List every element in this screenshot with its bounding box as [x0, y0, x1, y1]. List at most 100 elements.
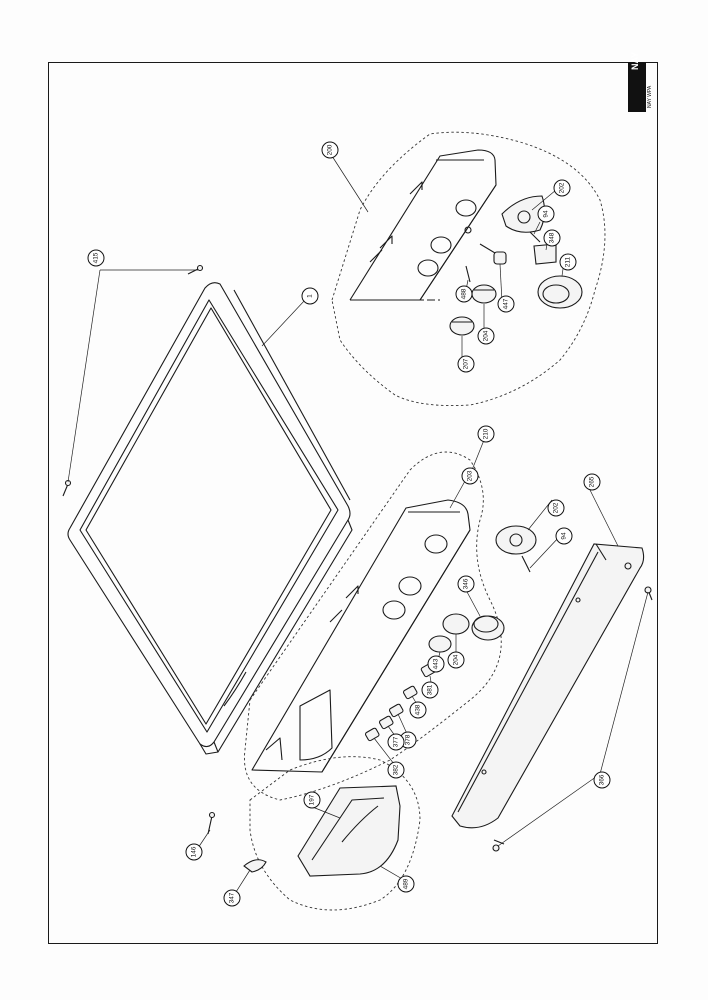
callout-202: 202	[547, 499, 565, 517]
button-377	[378, 715, 394, 730]
button-378	[388, 703, 404, 718]
callout-text: 207	[463, 358, 470, 369]
sheet-tab	[628, 62, 646, 112]
worktop-part	[67, 282, 353, 755]
callout-circle	[185, 843, 203, 861]
knob-204-lower	[442, 613, 470, 635]
callout-text: 347	[229, 892, 236, 903]
screw-94-upper	[529, 231, 541, 243]
callout-text: 377	[393, 736, 400, 747]
screw-415-left	[62, 479, 72, 497]
knob-346	[471, 615, 505, 641]
callout-200: 200	[321, 141, 339, 159]
callout-text: 378	[405, 734, 412, 745]
callout-488: 488	[455, 285, 473, 303]
callout-443: 443	[427, 655, 445, 673]
callout-381: 381	[421, 681, 439, 699]
callout-circle	[547, 499, 565, 517]
callout-circle	[497, 295, 515, 313]
callout-circle	[87, 249, 105, 267]
callout-circle	[477, 327, 495, 345]
callout-circle	[543, 229, 561, 247]
callout-489: 489	[397, 875, 415, 893]
group-200-boundary	[331, 131, 606, 406]
screw-415-top	[187, 264, 204, 275]
group-489-boundary	[249, 756, 421, 911]
button-438	[402, 685, 418, 700]
callout-146: 146	[185, 843, 203, 861]
callout-circle	[559, 253, 577, 271]
control-panel-lower	[251, 499, 471, 773]
knob-348	[533, 243, 557, 265]
callout-text: 94	[561, 532, 568, 540]
callout-circle	[553, 179, 571, 197]
callout-348: 348	[543, 229, 561, 247]
callout-circle	[455, 285, 473, 303]
callout-text: 438	[415, 704, 422, 715]
callout-circle	[223, 889, 241, 907]
callout-circle	[447, 651, 465, 669]
callout-347: 347	[223, 889, 241, 907]
callout-circle	[427, 655, 445, 673]
callout-211: 211	[559, 253, 577, 271]
callout-203: 203	[461, 467, 479, 485]
callout-447: 447	[497, 295, 515, 313]
callout-text: 489	[403, 878, 410, 889]
callout-circle	[303, 791, 321, 809]
callout-210: 210	[477, 425, 495, 443]
rear-trim-265	[451, 543, 645, 829]
callout-text: 447	[503, 298, 510, 309]
callout-366: 366	[593, 771, 611, 789]
callout-circle	[397, 875, 415, 893]
callout-circle	[461, 467, 479, 485]
knob-204-upper	[471, 284, 497, 304]
callout-text: 366	[599, 774, 606, 785]
callout-202: 202	[553, 179, 571, 197]
callout-text: 346	[463, 578, 470, 589]
callout-94: 94	[555, 527, 573, 545]
callout-text: 488	[461, 288, 468, 299]
callout-text: 381	[427, 684, 434, 695]
callout-text: 415	[93, 252, 100, 263]
callout-text: 202	[553, 502, 560, 513]
callout-204: 204	[477, 327, 495, 345]
drawer-handle-197	[297, 785, 401, 877]
knob-488	[465, 265, 471, 283]
callout-438: 438	[409, 701, 427, 719]
callout-415: 415	[87, 249, 105, 267]
ring-211	[537, 275, 583, 309]
callout-text: 94	[543, 210, 550, 218]
callout-circle	[387, 761, 405, 779]
button-382	[364, 727, 380, 742]
callout-1: 1	[301, 287, 319, 305]
clip-347	[243, 859, 267, 873]
group-210-boundary	[243, 451, 502, 801]
callout-197: 197	[303, 791, 321, 809]
callout-circle	[421, 681, 439, 699]
screw-146	[207, 811, 216, 835]
callout-labels: 415 1 200 202 94 348 211 447 488 204 207 210 203 202 9…	[87, 141, 611, 907]
callout-circle	[537, 205, 555, 223]
callout-circle	[457, 575, 475, 593]
screw-94-lower	[521, 555, 531, 573]
callout-text: 348	[549, 232, 556, 243]
callout-text: 202	[559, 182, 566, 193]
leader-lines	[67, 155, 649, 893]
drawing-border	[48, 62, 658, 944]
timer-202-lower	[495, 525, 537, 555]
callout-265: 265	[583, 473, 601, 491]
callout-text: 197	[309, 794, 316, 805]
callout-377: 377	[387, 733, 405, 751]
callout-346: 346	[457, 575, 475, 593]
callout-circle	[301, 287, 319, 305]
callout-382: 382	[387, 761, 405, 779]
callout-circle	[477, 425, 495, 443]
callout-circle	[555, 527, 573, 545]
callout-text: 211	[565, 256, 572, 267]
callout-circle	[409, 701, 427, 719]
callout-text: 203	[467, 470, 474, 481]
callout-text: 265	[589, 476, 596, 487]
callout-text: 146	[191, 846, 198, 857]
